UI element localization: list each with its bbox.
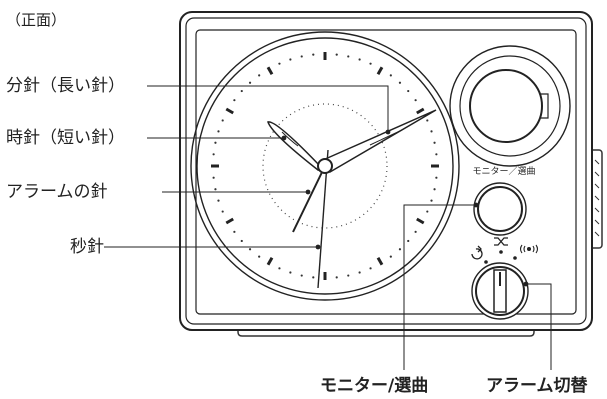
minute-tick: [248, 81, 252, 84]
minute-tick: [312, 276, 315, 279]
minute-tick: [414, 230, 417, 233]
minute-tick: [433, 141, 436, 144]
minute-tick: [369, 267, 372, 270]
minute-tick: [347, 55, 350, 58]
minute-tick: [212, 176, 215, 179]
button-caption: モニター／選曲: [472, 166, 535, 177]
minute-tick: [214, 188, 217, 191]
minute-tick: [248, 248, 252, 251]
minute-tick: [358, 271, 361, 274]
minute-tick: [289, 58, 292, 61]
label-alarm-switch: アラーム切替: [486, 376, 588, 396]
minute-tick: [240, 89, 243, 93]
label-hour-hand: 時針（短い針）: [6, 128, 125, 148]
minute-tick: [233, 99, 236, 102]
hour-tick: [225, 107, 234, 115]
minute-tick: [221, 119, 224, 122]
minute-tick: [289, 271, 292, 274]
minute-tick: [407, 89, 410, 93]
minute-tick: [398, 81, 402, 84]
minute-tick: [221, 210, 224, 213]
minute-tick: [435, 176, 438, 179]
minute-tick: [217, 199, 220, 202]
minute-ticks: [211, 52, 439, 280]
repeat-icon: [471, 245, 483, 260]
minute-tick: [258, 255, 261, 258]
label-monitor-select: モニター/選曲: [320, 376, 429, 396]
hour-tick: [225, 217, 234, 225]
hour-tick: [416, 217, 425, 225]
hour-tick: [266, 66, 274, 75]
minute-tick: [278, 62, 281, 65]
center-hub: [317, 158, 333, 174]
minute-tick: [369, 62, 372, 65]
minute-tick: [312, 53, 315, 56]
minute-tick: [398, 248, 402, 251]
label-second-hand: 秒針: [70, 237, 104, 257]
clock-face-outer: [190, 31, 460, 301]
label-alarm-hand: アラームの針: [6, 182, 108, 202]
minute-tick: [347, 274, 350, 277]
minute-tick: [433, 188, 436, 191]
minute-tick: [414, 99, 417, 102]
minute-tick: [233, 230, 236, 233]
minute-tick: [426, 119, 429, 122]
minute-tick: [435, 153, 438, 156]
hour-tick: [376, 66, 384, 75]
minute-tick: [258, 74, 261, 77]
minute-tick: [335, 276, 338, 279]
minute-tick: [300, 55, 303, 58]
hour-hand: [267, 121, 321, 172]
hour-tick: [376, 257, 384, 266]
minute-tick: [389, 255, 392, 258]
callout-dots: [281, 129, 529, 287]
minute-tick: [214, 141, 217, 144]
label-minute-hand: 分針（長い針）: [6, 76, 125, 96]
speaker-grille-ring: [459, 55, 561, 157]
minute-tick: [240, 239, 243, 243]
minute-tick: [358, 58, 361, 61]
minute-tick: [389, 74, 392, 77]
minute-tick: [300, 274, 303, 277]
minute-tick: [212, 153, 215, 156]
minute-tick: [430, 199, 433, 202]
minute-tick: [335, 53, 338, 56]
speaker: [469, 69, 543, 143]
minute-tick: [217, 130, 220, 133]
hour-tick: [266, 257, 274, 266]
callout-lines: [104, 85, 552, 370]
minute-tick: [407, 239, 410, 243]
minute-tick: [426, 210, 429, 213]
view-label: （正面）: [6, 11, 67, 29]
radio-wave-icon: [519, 244, 539, 254]
hour-tick: [416, 107, 425, 115]
minute-tick: [278, 267, 281, 270]
minute-tick: [430, 130, 433, 133]
clock-stand: [237, 322, 535, 337]
alarm-hand: [292, 165, 326, 233]
alarm-dial-dots: [262, 103, 388, 229]
shuffle-icon: [494, 237, 508, 246]
